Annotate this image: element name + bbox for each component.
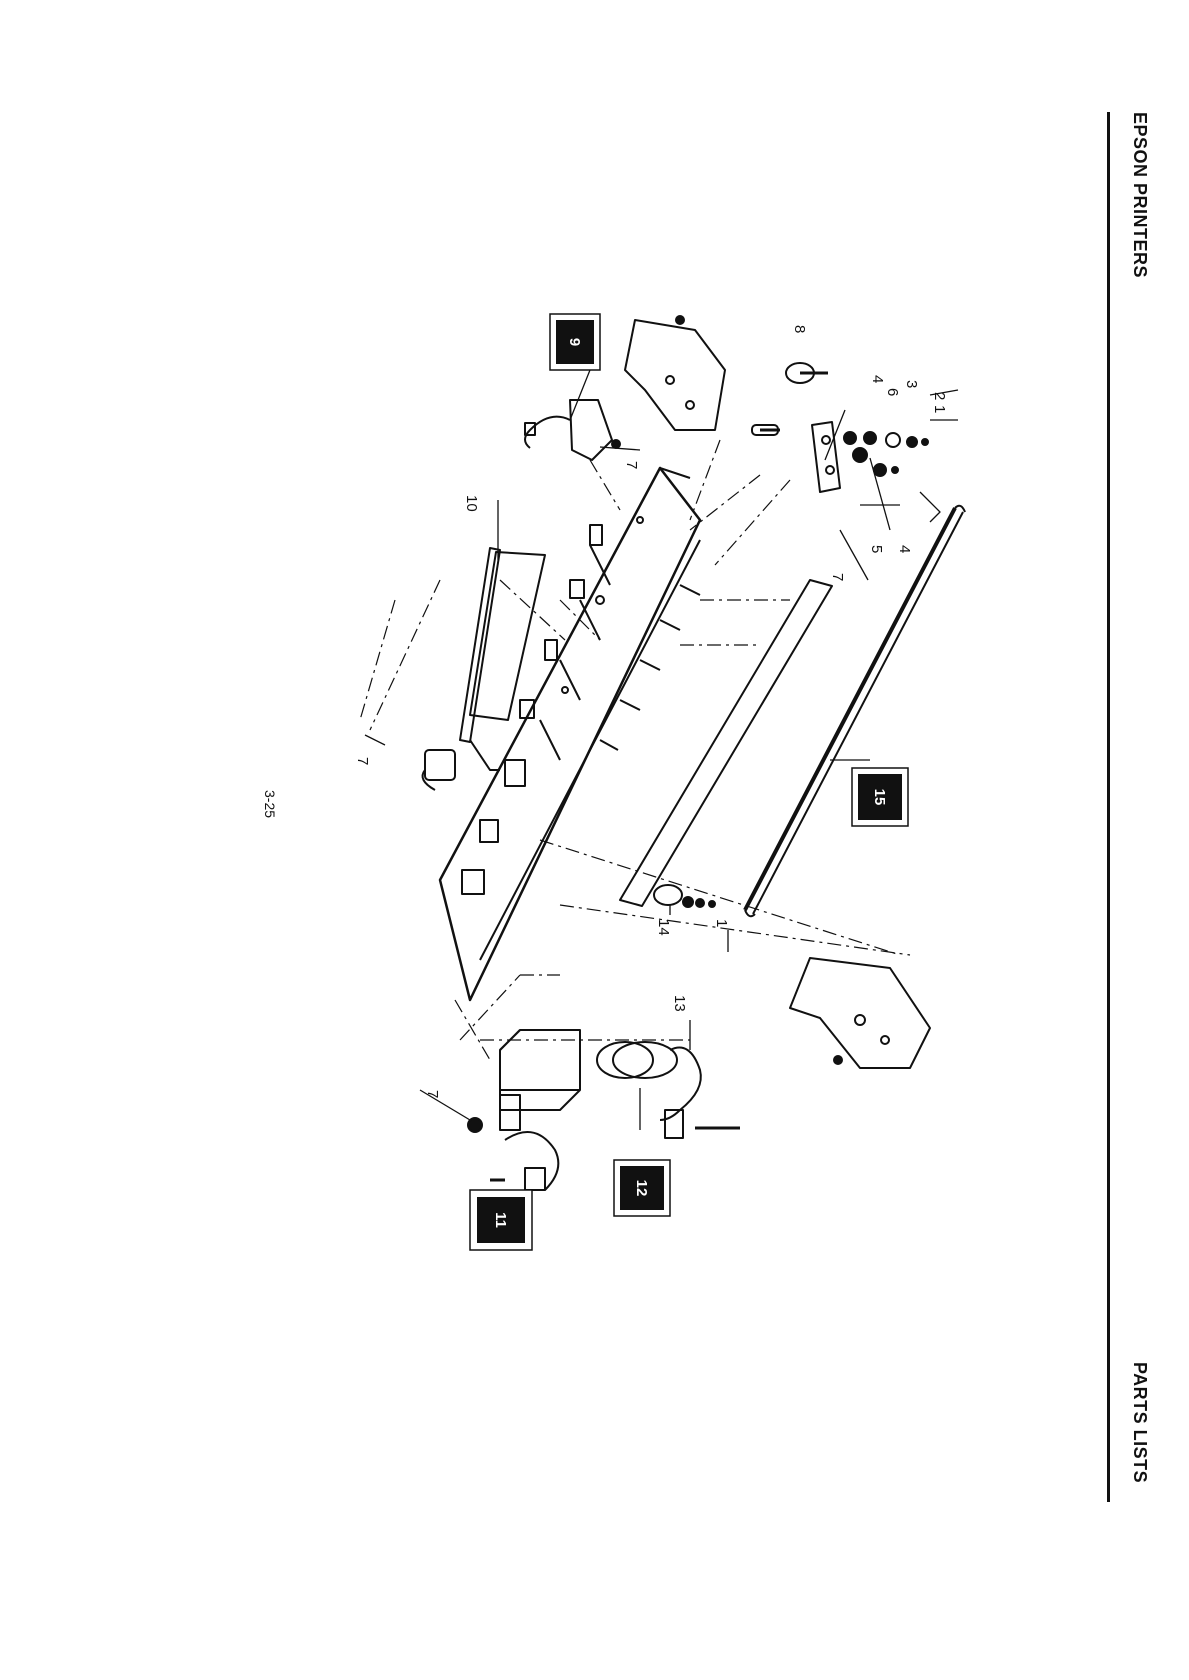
boxed-callout-15: 15 — [852, 768, 908, 826]
sensor-assembly-9 — [525, 400, 620, 460]
callout-1-top: 1 — [931, 405, 948, 413]
callout-7-sensor: 7 — [623, 461, 640, 469]
gear-14 — [654, 885, 715, 907]
svg-text:12: 12 — [633, 1180, 650, 1197]
callout-13: 13 — [671, 995, 688, 1012]
svg-text:9: 9 — [566, 338, 583, 346]
callout-7-plate: 7 — [354, 757, 371, 765]
belt-rod-15 — [745, 506, 965, 917]
svg-text:11: 11 — [492, 1212, 509, 1228]
callout-4-mid: 4 — [896, 545, 913, 553]
boxed-callout-12: 12 — [614, 1160, 670, 1216]
gear-bracket-assembly — [752, 363, 928, 492]
side-frame-right — [790, 958, 930, 1068]
boxed-callout-11: 11 — [470, 1190, 532, 1250]
callout-2: 2 — [931, 392, 948, 400]
svg-text:15: 15 — [871, 789, 888, 806]
callout-7-upper-right: 7 — [829, 573, 846, 581]
flat-plate-10 — [423, 548, 545, 790]
callout-10: 10 — [463, 495, 480, 512]
boxed-callout-9: 9 — [550, 314, 600, 370]
callout-14: 14 — [655, 919, 672, 936]
callout-4-top: 4 — [869, 375, 886, 383]
callout-8: 8 — [791, 325, 808, 333]
side-frame-left — [625, 316, 725, 430]
callout-6: 6 — [884, 388, 901, 396]
main-frame-plate — [440, 468, 832, 1000]
callout-1-bottom: 1 — [713, 919, 730, 927]
motor-12 — [597, 1042, 740, 1138]
callout-7-bracket: 7 — [424, 1090, 441, 1098]
callout-3: 3 — [903, 380, 920, 388]
motor-bracket-11 — [468, 1030, 580, 1190]
callout-5: 5 — [868, 545, 885, 553]
